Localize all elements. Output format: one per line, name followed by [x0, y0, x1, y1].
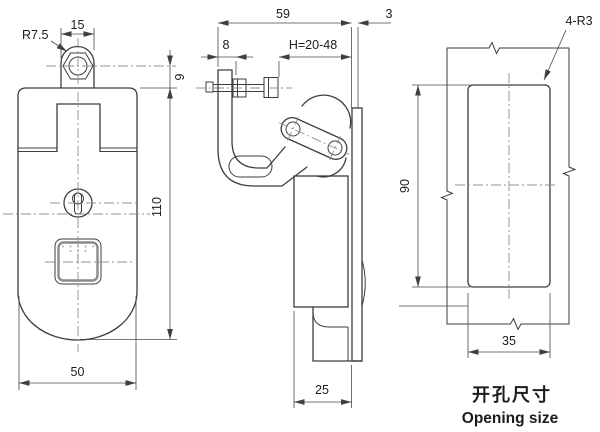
dim-ear-offset: 9 — [140, 50, 187, 89]
dim-opening-width-label: 35 — [502, 334, 516, 348]
bolt-nut-2 — [263, 77, 279, 98]
dim-panel-gap: 3 — [358, 7, 393, 26]
mounting-ear — [60, 45, 95, 89]
dim-opening-height: 90 — [398, 84, 470, 288]
dim-tab-width-label: 15 — [71, 18, 85, 32]
dim-grip-range-label: H=20-48 — [289, 38, 337, 52]
pivot-linkage — [278, 117, 350, 160]
front-body-outline — [17, 87, 138, 341]
hook-arm — [217, 69, 308, 187]
panel-outline — [440, 41, 577, 331]
caption-english: Opening size — [462, 410, 559, 427]
dim-grip-range: H=20-48 — [278, 38, 352, 77]
opening-cutout — [467, 84, 551, 288]
front-centerlines — [3, 38, 176, 352]
opening-view: 4-R3 90 35 开孔尺寸 Opening size — [398, 14, 593, 427]
dim-opening-width: 35 — [467, 293, 551, 358]
dim-panel-gap-label: 3 — [386, 7, 393, 21]
mounting-plate — [351, 27, 366, 362]
dim-body-width: 50 — [18, 296, 137, 390]
front-view: 15 R7.5 9 110 50 — [3, 18, 187, 390]
dim-opening-height-label: 90 — [398, 179, 412, 193]
dim-total-depth: 59 — [217, 7, 352, 67]
dim-ear-radius: R7.5 — [22, 28, 68, 52]
dim-body-width-label: 50 — [71, 365, 85, 379]
hook-slot — [228, 155, 273, 178]
dim-body-height: 110 — [80, 88, 177, 340]
side-view: 59 3 8 H=20-48 25 — [196, 7, 393, 408]
dim-corner-radius-label: 4-R3 — [565, 14, 592, 28]
dim-hook-thickness: 8 — [201, 38, 253, 75]
cam-housing — [301, 94, 352, 178]
dim-total-depth-label: 59 — [276, 7, 290, 21]
hex-hole — [62, 52, 94, 80]
adjusting-bolt — [196, 77, 292, 98]
dim-hook-thickness-label: 8 — [223, 38, 230, 52]
plate-bump — [361, 259, 366, 307]
dim-corner-radius: 4-R3 — [543, 14, 593, 81]
dim-body-depth: 25 — [293, 311, 352, 408]
opening-centerlines — [455, 73, 558, 299]
pivot-1 — [285, 121, 301, 137]
pivot-2 — [327, 140, 343, 156]
dim-ear-radius-label: R7.5 — [22, 28, 48, 42]
dim-tab-width: 15 — [60, 18, 95, 58]
dim-ear-offset-label: 9 — [173, 73, 187, 80]
caption-chinese: 开孔尺寸 — [472, 384, 552, 405]
dim-body-height-label: 110 — [150, 197, 164, 217]
top-notch — [18, 103, 137, 153]
dim-body-depth-label: 25 — [315, 383, 329, 397]
